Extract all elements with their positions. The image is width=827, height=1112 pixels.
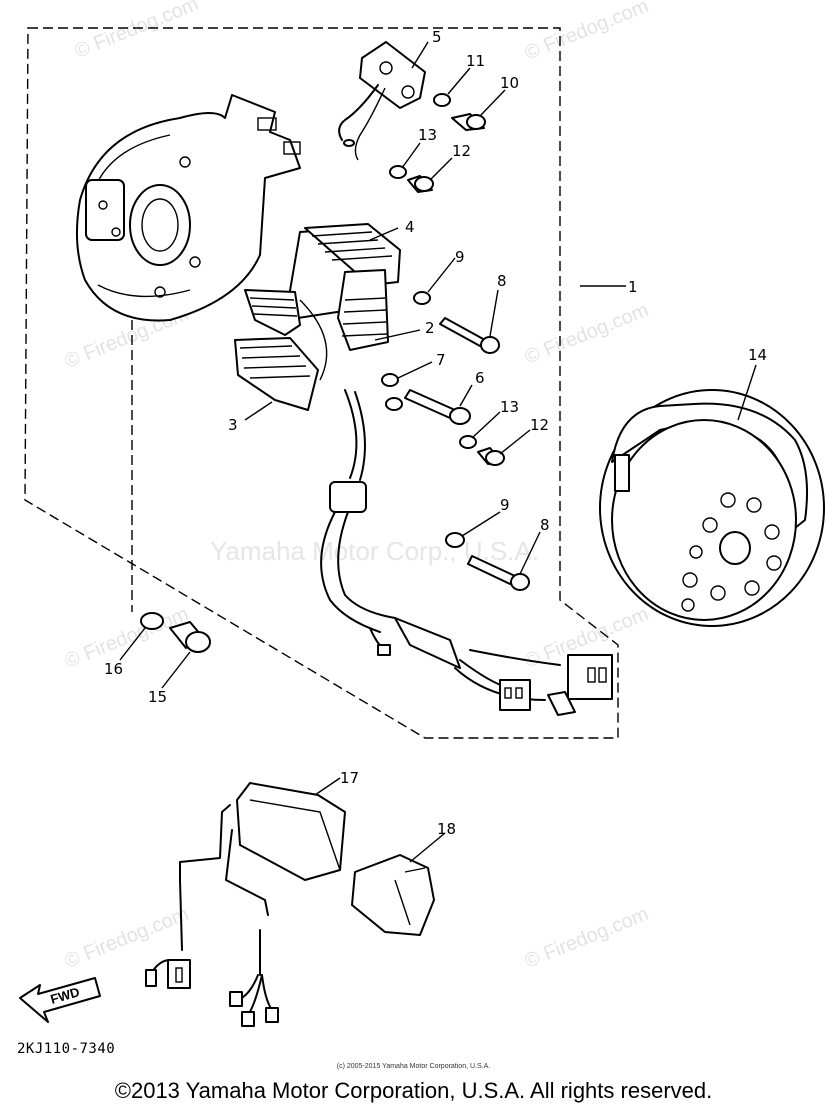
callout-12-bottom: 12 [530,416,549,434]
watermark-firedog-8: © Firedog.com [522,903,652,973]
copyright-footer: ©2013 Yamaha Motor Corporation, U.S.A. A… [114,1078,713,1103]
washer-9 [445,532,465,548]
callout-17: 17 [340,769,359,787]
exploded-parts-diagram: © Firedog.com © Firedog.com © Firedog.co… [19,0,825,1027]
washer-11 [433,93,451,107]
callout-13-top: 13 [418,126,437,144]
fwd-arrow: FWD [19,977,101,1023]
bolt-6 [404,389,456,419]
callout-9-top: 9 [455,248,465,266]
stator-base-plate [75,94,301,322]
fasteners [140,93,530,653]
watermark-yamaha: Yamaha Motor Corp., U.S.A. [210,536,539,566]
washer-9-top [413,291,431,305]
callout-16: 16 [104,660,123,678]
washer-13-top [389,165,407,179]
watermark-firedog-4: © Firedog.com [522,299,652,369]
small-credit-line: (c) 2005-2015 Yamaha Motor Corporation, … [336,1063,491,1070]
diagram-part-code: 2KJ110-7340 [17,1041,116,1057]
callout-3: 3 [228,416,238,434]
callout-9-bottom: 9 [500,496,510,514]
callout-8-top: 8 [497,272,507,290]
callout-6: 6 [475,369,485,387]
callout-7: 7 [436,351,446,369]
washer-16 [140,612,164,630]
washer-13 [459,435,477,449]
callout-15: 15 [148,688,167,706]
watermark-firedog-5: © Firedog.com [62,603,192,673]
washer-7 [381,373,399,387]
callout-10: 10 [500,74,519,92]
callout-12-top: 12 [452,142,471,160]
callout-8-bottom: 8 [540,516,550,534]
callout-5: 5 [432,28,442,46]
callout-1: 1 [628,278,638,296]
callout-18: 18 [437,820,456,838]
callout-11: 11 [466,52,485,70]
wire-harness [320,389,613,716]
watermark-firedog-2: © Firedog.com [522,0,652,65]
callout-2: 2 [425,319,435,337]
leader-lines [119,41,757,863]
flywheel-rotor [599,389,825,627]
callouts: 1 2 3 4 5 6 7 8 8 9 9 10 11 12 12 13 13 … [104,28,767,838]
collar [385,397,403,411]
bolt-8-top [439,317,486,347]
callout-14: 14 [748,346,767,364]
watermark-firedog-1: © Firedog.com [72,0,202,63]
pickup-coil [338,41,426,161]
rubber-cover [351,854,435,936]
assembly-boundary [24,27,619,739]
cdi-unit [145,782,346,1027]
stator-coils [234,223,401,411]
callout-4: 4 [405,218,415,236]
bolt-8 [467,555,516,585]
callout-13-bottom: 13 [500,398,519,416]
